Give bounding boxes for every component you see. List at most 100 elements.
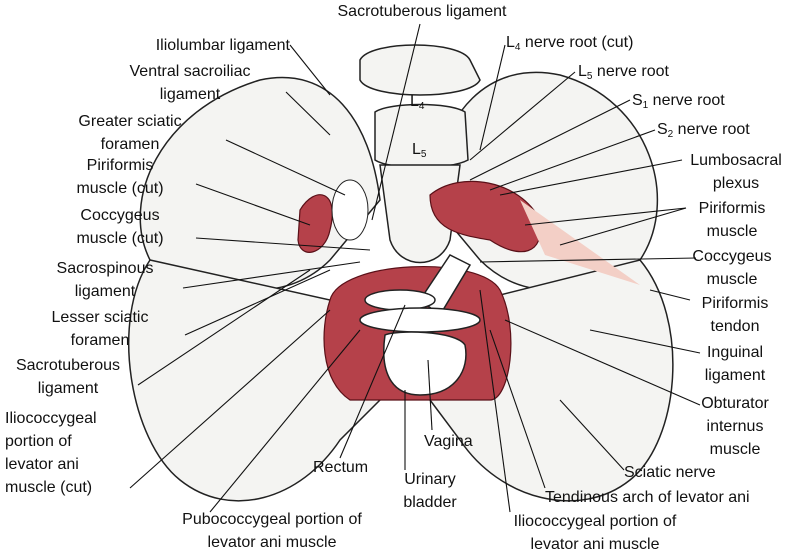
- label-line: Obturator: [701, 395, 769, 412]
- label-urinary-bladder: Urinary bladder: [380, 468, 480, 514]
- label-letter: L: [410, 93, 419, 110]
- label-line: Greater sciatic: [78, 113, 182, 130]
- label-ventral-sacroiliac-ligament: Ventral sacroiliac ligament: [100, 60, 280, 106]
- label-line: ligament: [704, 367, 766, 384]
- label-sciatic-nerve: Sciatic nerve: [624, 461, 716, 484]
- label-coccygeus-muscle-cut: Coccygeus muscle (cut): [50, 204, 190, 250]
- label-obturator-internus-muscle: Obturator internus muscle: [685, 392, 785, 461]
- label-subscript: 5: [586, 71, 593, 82]
- label-sacrotuberous-ligament-top: Sacrotuberous ligament: [316, 0, 528, 23]
- label-iliolumbar-ligament: Iliolumbar ligament: [100, 34, 290, 57]
- label-piriformis-tendon: Piriformis tendon: [685, 292, 785, 338]
- piriformis-tendon-tint: [520, 200, 640, 285]
- label-subscript: 5: [420, 149, 427, 160]
- label-inguinal-ligament: Inguinal ligament: [685, 341, 785, 387]
- label-piriformis-muscle: Piriformis muscle: [682, 197, 782, 243]
- label-lesser-sciatic-foramen: Lesser sciatic foramen: [10, 306, 190, 352]
- leader-lines: [129, 23, 701, 513]
- label-line: Lumbosacral: [690, 152, 782, 169]
- label-line: tendon: [710, 318, 760, 335]
- label-line: Piriformis: [86, 157, 154, 174]
- label-greater-sciatic-foramen: Greater sciatic foramen: [40, 110, 220, 156]
- label-line: Coccygeus: [692, 248, 772, 265]
- label-line: Tendinous arch of levator ani: [545, 489, 750, 506]
- label-line: muscle: [706, 223, 758, 240]
- label-letter: S: [657, 121, 668, 138]
- label-subscript: 4: [514, 42, 521, 53]
- label-subscript: 4: [418, 101, 425, 112]
- label-l4-nerve-root: L4 nerve root (cut): [506, 31, 633, 54]
- label-line: Piriformis: [698, 200, 766, 217]
- label-letter: L: [578, 63, 587, 80]
- vagina-opening: [359, 307, 481, 333]
- label-line: muscle: [709, 441, 761, 458]
- label-line: muscle: [706, 271, 758, 288]
- label-letter: L: [412, 141, 421, 158]
- label-subscript: 1: [642, 100, 649, 111]
- vertebra-l5-label: L5: [412, 138, 426, 161]
- label-line: Sacrotuberous: [15, 357, 121, 374]
- label-vagina: Vagina: [424, 430, 473, 453]
- label-line: foramen: [100, 136, 160, 153]
- label-line: Iliolumbar ligament: [155, 37, 290, 54]
- label-sacrospinous-ligament: Sacrospinous ligament: [30, 257, 180, 303]
- label-iliococcygeal-portion-cut: Iliococcygeal portion of levator ani muscle…: [5, 407, 97, 499]
- label-line: Iliococcygeal: [5, 410, 97, 427]
- label-line: levator ani muscle: [530, 536, 660, 553]
- label-s2-nerve-root: S2 nerve root: [657, 118, 750, 141]
- label-rest: nerve root: [648, 92, 725, 109]
- label-tendinous-arch: Tendinous arch of levator ani: [545, 486, 750, 509]
- label-line: Sacrospinous: [56, 260, 154, 277]
- label-line: Piriformis: [701, 295, 769, 312]
- label-line: Sciatic nerve: [624, 464, 716, 481]
- label-rest: nerve root (cut): [520, 34, 634, 51]
- label-rectum: Rectum: [313, 456, 368, 479]
- piriformis-muscle-right: [429, 180, 542, 253]
- label-line: muscle (cut): [5, 479, 93, 496]
- label-line: Vagina: [424, 433, 473, 450]
- label-line: Sacrotuberous ligament: [337, 3, 507, 20]
- label-line: levator ani: [5, 456, 79, 473]
- label-line: Coccygeus: [80, 207, 160, 224]
- l4-vertebra: [359, 44, 481, 96]
- label-line: Lesser sciatic: [51, 309, 149, 326]
- label-subscript: 2: [667, 129, 674, 140]
- piriformis-muscle-cut-left: [297, 194, 333, 253]
- label-letter: L: [506, 34, 515, 51]
- rectum-opening: [364, 289, 436, 311]
- label-line: Iliococcygeal portion of: [513, 513, 677, 530]
- label-line: levator ani muscle: [207, 534, 337, 551]
- label-line: ligament: [74, 283, 136, 300]
- label-l5-nerve-root: L5 nerve root: [578, 60, 669, 83]
- label-line: bladder: [403, 494, 457, 511]
- label-sacrotuberous-ligament-left: Sacrotuberous ligament: [0, 354, 136, 400]
- urinary-bladder-shape: [383, 331, 467, 396]
- label-line: internus: [706, 418, 764, 435]
- label-line: foramen: [70, 332, 130, 349]
- label-line: Inguinal: [706, 344, 764, 361]
- label-line: Pubococcygeal portion of: [182, 511, 362, 528]
- label-line: Rectum: [313, 459, 369, 476]
- label-line: plexus: [712, 175, 760, 192]
- label-s1-nerve-root: S1 nerve root: [632, 89, 725, 112]
- label-line: ligament: [37, 380, 99, 397]
- vertebra-l4-label: L4: [410, 90, 424, 113]
- label-pubococcygeal-portion: Pubococcygeal portion of levator ani musc…: [162, 508, 382, 554]
- label-line: Urinary: [404, 471, 456, 488]
- label-coccygeus-muscle: Coccygeus muscle: [682, 245, 782, 291]
- label-iliococcygeal-portion: Iliococcygeal portion of levator ani musc…: [490, 510, 700, 556]
- label-piriformis-muscle-cut: Piriformis muscle (cut): [50, 154, 190, 200]
- label-lumbosacral-plexus: Lumbosacral plexus: [680, 149, 792, 195]
- left-greater-sciatic-foramen: [331, 179, 369, 241]
- left-pubic-ramus: [128, 259, 381, 502]
- label-line: muscle (cut): [76, 230, 164, 247]
- label-line: ligament: [159, 86, 221, 103]
- label-line: portion of: [5, 433, 72, 450]
- label-rest: nerve root: [592, 63, 669, 80]
- label-rest: nerve root: [673, 121, 750, 138]
- label-letter: S: [632, 92, 643, 109]
- label-line: muscle (cut): [76, 180, 164, 197]
- label-line: Ventral sacroiliac: [129, 63, 251, 80]
